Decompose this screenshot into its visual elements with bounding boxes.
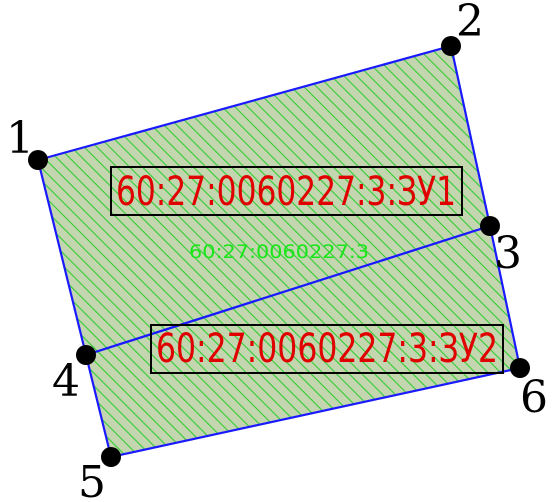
parcel-number-label: 60:27:0060227:3 <box>189 241 369 263</box>
vertex-point-1[interactable] <box>28 150 48 170</box>
vertex-point-2[interactable] <box>441 36 461 56</box>
vertex-point-6[interactable] <box>510 358 530 378</box>
vertex-label-6: 6 <box>520 372 548 423</box>
vertex-label-1: 1 <box>6 113 34 164</box>
vertex-label-2: 2 <box>456 0 484 47</box>
vertex-label-4: 4 <box>52 356 80 407</box>
vertex-point-4[interactable] <box>76 345 96 365</box>
plot-2-label: 60:27:0060227:3:ЗУ2 <box>156 326 498 372</box>
vertex-point-3[interactable] <box>480 216 500 236</box>
vertex-label-5: 5 <box>78 457 106 502</box>
plot-1-label-box: 60:27:0060227:3:ЗУ1 <box>110 166 463 216</box>
plot-2-label-box: 60:27:0060227:3:ЗУ2 <box>150 324 504 374</box>
vertex-label-3: 3 <box>494 228 522 279</box>
plot-1-label: 60:27:0060227:3:ЗУ1 <box>116 169 456 215</box>
vertex-point-5[interactable] <box>101 447 121 467</box>
